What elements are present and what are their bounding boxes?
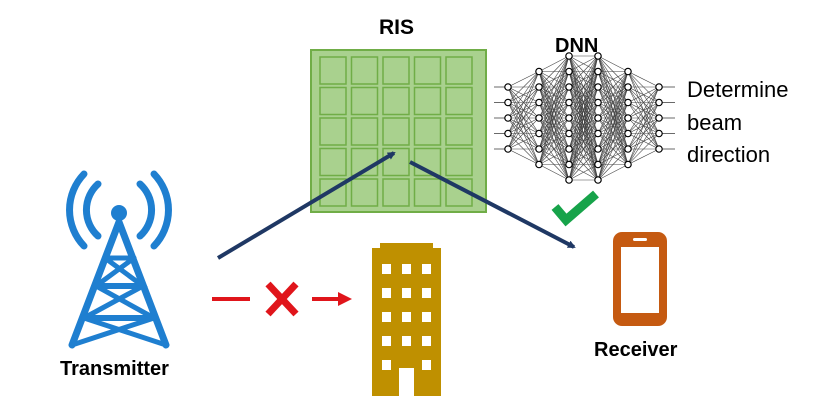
dnn-neuron <box>565 98 573 107</box>
dnn-neuron <box>594 145 602 153</box>
dnn-neuron <box>565 83 573 91</box>
dnn-neuron <box>594 83 602 91</box>
cross-icon <box>265 281 299 317</box>
ris-element <box>350 178 379 207</box>
ris-element <box>382 147 410 177</box>
dnn-neuron <box>535 160 543 169</box>
dnn-neuron <box>504 129 512 138</box>
dnn-neuron <box>504 145 512 153</box>
ris-element <box>445 117 473 146</box>
ris-element <box>382 178 410 207</box>
ris-element <box>413 178 442 207</box>
ris-element <box>445 147 473 177</box>
ris-element <box>413 117 442 146</box>
ris-element <box>413 56 442 85</box>
ris-element <box>445 56 473 85</box>
ris-label: RIS <box>379 16 415 39</box>
transmitter-tower-icon <box>66 170 172 349</box>
ris-element <box>445 86 473 116</box>
phone-icon <box>613 232 667 326</box>
dnn-neuron <box>594 52 602 60</box>
ris-element <box>413 86 442 116</box>
dnn-neuron <box>504 114 512 122</box>
dnn-neuron <box>565 176 573 184</box>
dnn-neuron <box>655 114 663 122</box>
dnn-neuron <box>594 67 602 76</box>
ris-element <box>319 86 347 116</box>
dnn-neuron <box>565 67 573 76</box>
dnn-neuron <box>594 160 602 169</box>
dnn-neuron <box>594 176 602 184</box>
ris-element <box>319 147 347 177</box>
dnn-neuron <box>535 129 543 138</box>
dnn-neuron <box>535 145 543 153</box>
dnn-neuron <box>535 98 543 107</box>
ris-element <box>350 86 379 116</box>
ris-element <box>319 56 347 85</box>
ris-element <box>350 56 379 85</box>
dnn-output-line-3: direction <box>687 142 771 167</box>
dnn-neuron <box>504 83 512 91</box>
dnn-neuron <box>565 114 573 122</box>
ris-element <box>350 117 379 146</box>
dnn-neuron <box>594 98 602 107</box>
dnn-neuron <box>655 98 663 107</box>
dnn-neuron <box>504 98 512 107</box>
dnn-connections <box>507 55 660 181</box>
dnn-neuron <box>535 83 543 91</box>
incident-beam-arrow <box>216 151 396 260</box>
ris-element <box>413 147 442 177</box>
dnn-output-line-1: Determine <box>687 77 789 102</box>
building-icon <box>372 243 441 396</box>
dnn-neuron <box>624 83 632 91</box>
dnn-neuron <box>565 160 573 169</box>
reflected-beam-arrow <box>409 160 576 249</box>
ris-element <box>382 86 410 116</box>
ris-element <box>319 178 347 207</box>
dnn-neuron <box>565 52 573 60</box>
transmitter-label: Transmitter <box>60 358 169 380</box>
dnn-neuron <box>535 67 543 76</box>
check-icon <box>551 190 599 227</box>
dnn-neuron <box>624 114 632 122</box>
ris-element <box>319 117 347 146</box>
dnn-neuron <box>624 67 632 76</box>
dnn-network <box>494 52 675 184</box>
ris-element <box>382 56 410 85</box>
ris-element-grid <box>319 56 473 207</box>
dnn-neuron <box>624 129 632 138</box>
dnn-output-line-2: beam <box>687 110 743 135</box>
dnn-neuron <box>535 114 543 122</box>
receiver-label: Receiver <box>594 339 678 361</box>
dnn-neuron <box>655 129 663 138</box>
dnn-neuron <box>594 114 602 122</box>
dnn-label: DNN <box>555 35 599 57</box>
dnn-neuron <box>565 145 573 153</box>
dnn-neuron <box>624 160 632 169</box>
dnn-neuron <box>655 145 663 153</box>
dnn-neuron <box>565 129 573 138</box>
dnn-neuron <box>624 98 632 107</box>
dnn-neuron <box>594 129 602 138</box>
blocked-direct-path <box>212 281 352 317</box>
dnn-neuron <box>655 83 663 91</box>
ris-element <box>382 117 410 146</box>
dnn-neuron <box>624 145 632 153</box>
